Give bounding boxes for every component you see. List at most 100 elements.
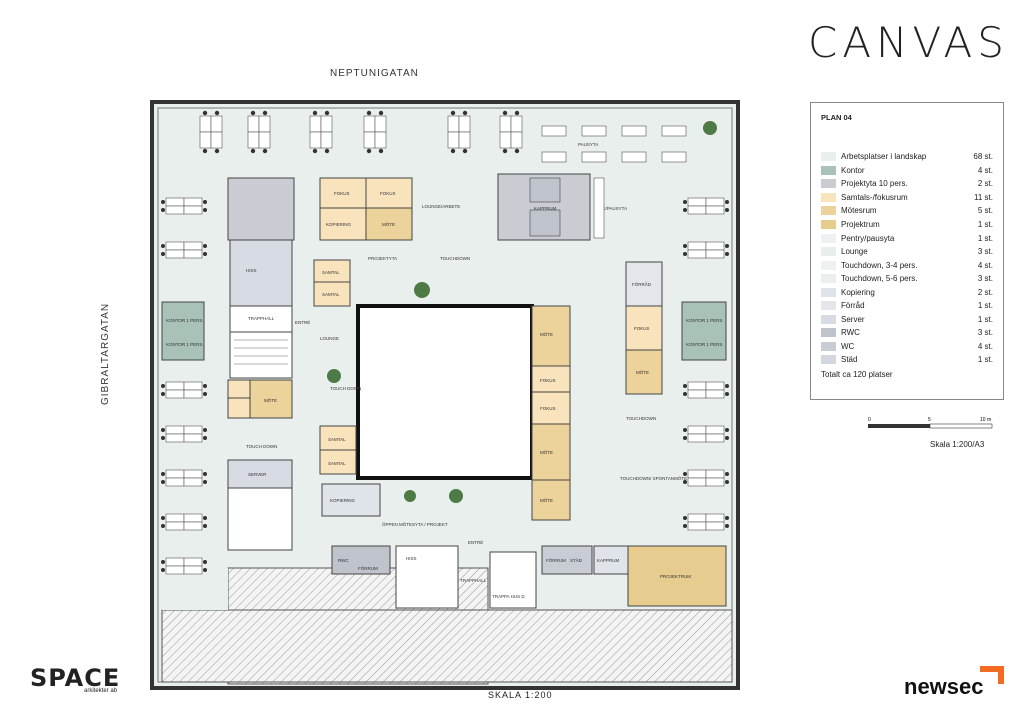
room-label-fokus-3: FOKUS [540,378,556,383]
scale-tick-10: 10 m [980,417,991,423]
room-label-samtal-3: SAMTAL [328,437,346,442]
room-label-server: SERVER [248,472,267,477]
space-logo: SPACE [30,664,121,692]
legend-label: Samtals-/fokusrum [841,192,908,202]
legend-label: Kontor [841,165,865,175]
legend-swatch [821,274,836,284]
legend-row: Samtals-/fokusrum 11 st. [821,191,993,205]
room-label-projektyta: PROJEKTYTA [368,256,397,261]
legend-swatch [821,328,836,338]
room-label-lounge-arbete: LOUNGE/ARBETE [422,204,460,209]
street-label-left: GIBRALTARGATAN [100,302,111,405]
room-label-mote-5: MÖTE [540,497,553,503]
legend-count: 5 st. [977,206,993,216]
legend-swatch [821,287,836,297]
legend-row: WC 4 st. [821,340,993,354]
room-label-entre-west: ENTRÉ [295,319,310,325]
legend-count: 3 st. [977,247,993,257]
room-label-forum-1: FÖRRUM [358,565,378,571]
room-label-mote-3: MÖTE [540,331,553,337]
room-label-touchdown-n: TOUCHDOWN [440,256,470,261]
legend-count: 1 st. [977,314,993,324]
room-label-fokus-5: FOKUS [634,326,650,331]
room-label-mote-4: MÖTE [540,449,553,455]
scale-bar: 0 5 10 m [868,417,993,429]
canvas-logo: CANVAS [808,18,1009,67]
legend-swatch [821,233,836,243]
legend-count: 4 st. [977,165,993,175]
room-label-fokus-1: FOKUS [334,191,350,196]
legend-row: Lounge 3 st. [821,245,993,259]
legend-count: 4 st. [977,260,993,270]
legend-count: 1 st. [977,301,993,311]
room-label-kopiering-2: KOPIERING [330,498,356,503]
legend-label: WC [841,341,855,351]
room-label-samtal-1: SAMTAL [322,270,340,275]
room-label-hiss-2: HISS [406,556,417,561]
room-label-fokus-2: FOKUS [380,191,396,196]
atrium [356,304,534,480]
legend-swatch [821,206,836,216]
legend-swatch [821,314,836,324]
legend-label: Projektyta 10 pers. [841,179,908,189]
legend-row: Touchdown, 5-6 pers.3 st. [821,272,993,286]
legend-label: Arbetsplatser i landskap [841,152,927,162]
room-label-touchdown-e: TOUCHDOWN [626,416,656,421]
room-label-touch-down-w: TOUCH DOWN [246,444,277,449]
legend-swatch [821,152,836,162]
legend-swatch [821,341,836,351]
west-core [227,177,295,241]
legend-count: 2 st. [977,179,993,189]
room-label-forum-2: FÖRRUM [546,557,566,563]
room-label-kopiering-1: KOPIERING [326,222,352,227]
legend-swatch [821,301,836,311]
room-label-trapphall-2: TRAPPHALL [460,578,487,583]
room-label-kontor-3: KONTOR 1 PERS. [686,318,724,323]
legend-count: 11 st. [974,192,993,202]
legend-count: 1 st. [977,233,993,243]
legend-label: Lounge [841,247,868,257]
legend-row: Kontor 4 st. [821,164,993,178]
room-label-mote-6: MÖTE [636,369,649,375]
space-logo-subtitle: arkitekter ab [84,688,118,694]
hatched-area-south [161,609,733,683]
room-label-stad: STÄD [570,557,583,563]
legend-row: Server 1 st. [821,313,993,327]
room-label-kontor-4: KONTOR 1 PERS. [686,342,724,347]
room-label-mote-2: MÖTE [264,397,277,403]
legend-count: 3 st. [977,328,993,338]
legend-swatch [821,179,836,189]
legend-count: 2 st. [977,287,993,297]
legend-title: PLAN 04 [821,113,852,122]
room-label-samtal-2: SAMTAL [322,292,340,297]
legend-label: Projektrum [841,220,880,229]
newsec-logo-mark [980,666,1004,684]
room-label-samtal-4: SAMTAL [328,461,346,466]
scale-tick-0: 0 [868,417,871,423]
legend-count: 4 st. [977,341,993,351]
room-label-projektrum: PROJEKTRUM [660,574,691,579]
legend-row: Projektyta 10 pers. 2 st. [821,177,993,191]
room-label-pausyta: PAUSYTA [578,142,598,147]
room-label-oppen-motesyta: ÖPPEN MÖTESYTA / PROJEKT [382,521,448,527]
room-label-kok: KÖK/PAUSYTA [596,205,627,211]
newsec-logo: newsec [904,674,984,699]
legend-label: Touchdown, 5-6 pers. [841,274,918,284]
legend-label: Pentry/pausyta [841,233,895,243]
room-label-rwc-1: RWC [338,558,349,563]
room-label-hiss: HISS [246,268,257,273]
legend-swatch [821,192,836,202]
legend-swatch [821,260,836,270]
legend-row: Touchdown, 3-4 pers.4 st. [821,258,993,272]
floor-plan: PAUSYTA KAPPRUM KÖK/PAUSYTA FOKUS FOKUS … [150,100,740,690]
legend-count: 1 st. [977,355,993,365]
legend-label: Server [841,314,865,324]
legend-label: Städ [841,355,858,365]
street-label-top: NEPTUNIGATAN [330,68,419,79]
legend-total: Totalt ca 120 platser [821,369,893,379]
